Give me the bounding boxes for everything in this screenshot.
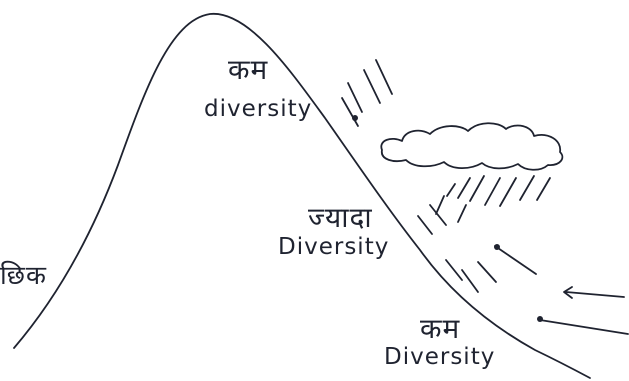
cloud-icon — [380, 122, 564, 171]
rain-icon — [435, 175, 551, 223]
wind-arrows-lower-icon — [417, 204, 629, 335]
wind-strokes-upper-icon — [341, 59, 393, 127]
bottom-label-latin: Diversity — [384, 344, 496, 370]
top-label-hindi: कम — [228, 53, 269, 86]
middle-label-hindi: ज्यादा — [308, 201, 373, 234]
middle-label-latin: Diversity — [278, 234, 390, 260]
top-label-latin: diversity — [204, 96, 313, 122]
mountain-outline — [13, 13, 591, 379]
left-edge-label: छिक — [0, 261, 47, 291]
bottom-label-hindi: कम — [420, 312, 461, 345]
